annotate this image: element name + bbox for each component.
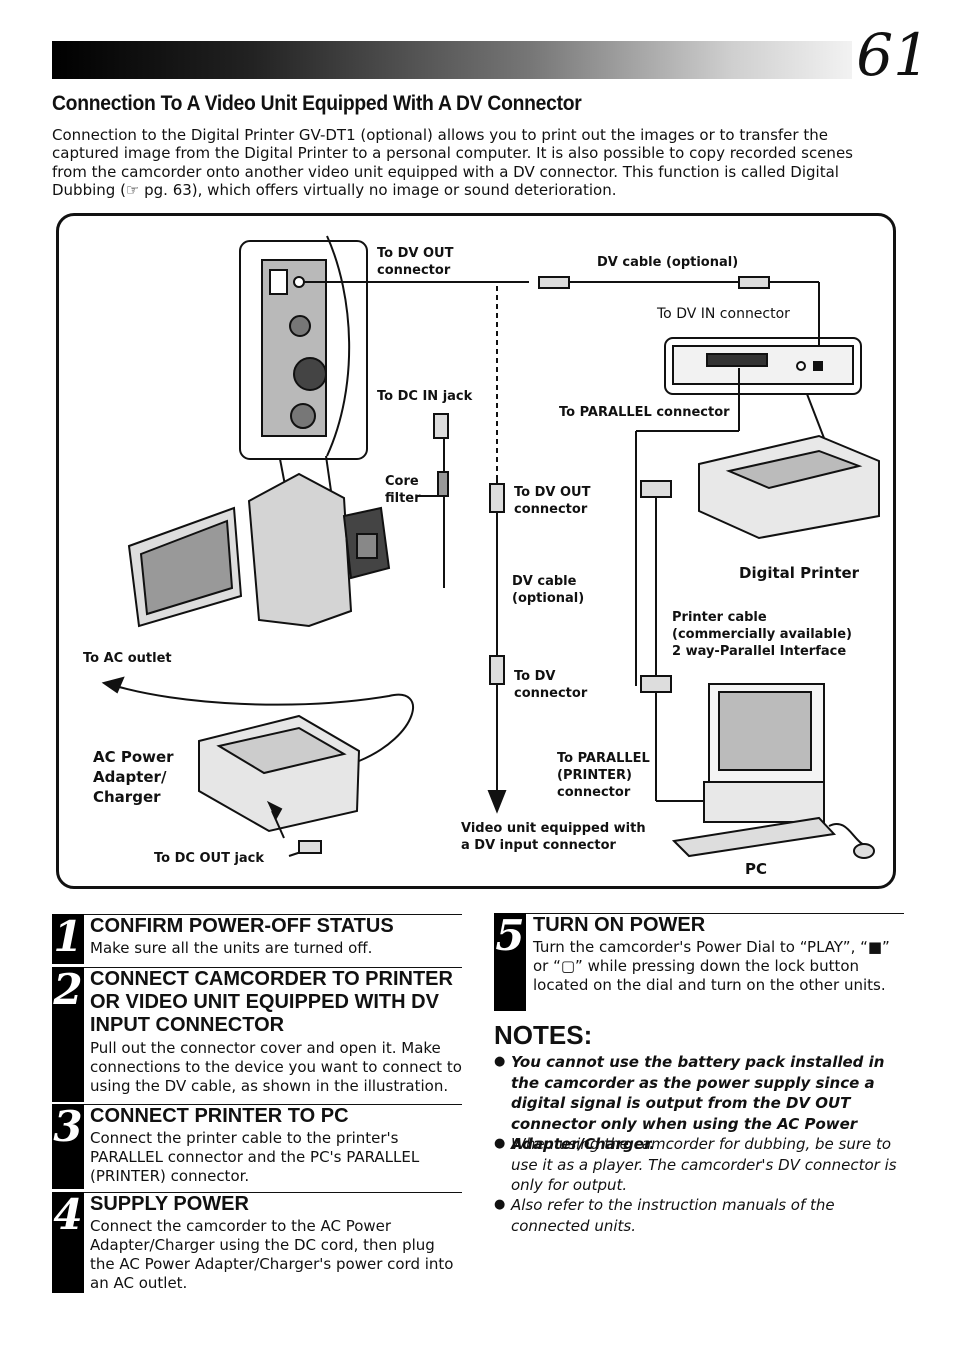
step-2-body: Pull out the connector cover and open it…: [90, 1039, 462, 1095]
label-to-dc-out: To DC OUT jack: [154, 851, 265, 866]
bullet-icon: ●: [494, 1197, 506, 1212]
step-1-number: 1: [52, 914, 84, 964]
digital-printer-icon: [698, 434, 880, 540]
step-5-title: TURN ON POWER: [533, 914, 706, 936]
note-text: Also refer to the instruction manuals of…: [511, 1196, 835, 1235]
step-2-rule: [84, 967, 462, 968]
label-ac-power-adapter: AC Power Adapter/ Charger: [93, 748, 174, 806]
label-to-parallel-printer: To PARALLEL (PRINTER) connector: [557, 751, 650, 800]
step-4-rule: [84, 1192, 462, 1193]
step-3-rule: [84, 1104, 462, 1105]
step-3-title: CONNECT PRINTER TO PC: [90, 1105, 349, 1127]
camcorder-body: [247, 472, 353, 628]
note-item: ● Also refer to the instruction manuals …: [494, 1195, 904, 1236]
pc-keyboard-icon: [671, 816, 837, 858]
label-printer-cable: Printer cable (commercially available) 2…: [672, 610, 852, 659]
label-to-dv-connector: To DV connector: [514, 669, 588, 701]
step-4-body: Connect the camcorder to the AC Power Ad…: [90, 1217, 454, 1292]
label-to-dc-in: To DC IN jack: [377, 389, 473, 404]
label-dv-cable-mid: DV cable (optional): [512, 574, 585, 606]
step-1-rule: [84, 914, 462, 915]
av-jack-icon: [289, 315, 311, 337]
note-item: ● When using the camcorder for dubbing, …: [494, 1134, 904, 1196]
label-to-dv-out-top: To DV OUT connector: [377, 246, 454, 278]
step-1-title: CONFIRM POWER-OFF STATUS: [90, 915, 394, 937]
step-1-body: Make sure all the units are turned off.: [90, 939, 373, 957]
note-item: ● You cannot use the battery pack instal…: [494, 1052, 904, 1155]
note-text: When using the camcorder for dubbing, be…: [511, 1135, 897, 1194]
page-number: 61: [856, 21, 930, 89]
intro-paragraph: Connection to the Digital Printer GV-DT1…: [52, 126, 853, 199]
dc-in-jack-icon: [290, 403, 316, 429]
label-to-ac-outlet: To AC outlet: [83, 651, 172, 666]
step-3-number: 3: [52, 1104, 84, 1189]
step-5-body: Turn the camcorder's Power Dial to “PLAY…: [533, 938, 890, 994]
notes-title: NOTES:: [494, 1020, 593, 1050]
label-core-filter: Core filter: [385, 474, 421, 506]
step-4-title: SUPPLY POWER: [90, 1193, 249, 1215]
bullet-icon: ●: [494, 1054, 506, 1069]
label-to-dv-out-mid: To DV OUT connector: [514, 485, 591, 517]
step-5-number: 5: [494, 913, 526, 1011]
connector-panel-callout: [239, 240, 368, 460]
diagram-illustration: [101, 235, 880, 859]
label-dv-cable-top: DV cable (optional): [597, 255, 739, 270]
label-video-unit: Video unit equipped with a DV input conn…: [461, 821, 646, 853]
step-3-body: Connect the printer cable to the printer…: [90, 1129, 420, 1185]
step-4-number: 4: [52, 1192, 84, 1293]
label-digital-printer: Digital Printer: [739, 564, 860, 582]
label-pc: PC: [745, 860, 768, 878]
bullet-icon: ●: [494, 1136, 506, 1151]
s-video-jack-icon: [293, 357, 327, 391]
label-to-parallel: To PARALLEL connector: [559, 405, 730, 420]
step-2-title: CONNECT CAMCORDER TO PRINTER OR VIDEO UN…: [90, 968, 453, 1036]
step-5-rule: [526, 913, 904, 914]
connection-diagram: To DV OUT connector DV cable (optional) …: [56, 213, 896, 889]
section-title: Connection To A Video Unit Equipped With…: [52, 92, 582, 115]
note-text: You cannot use the battery pack installe…: [511, 1053, 885, 1153]
step-2-number: 2: [52, 967, 84, 1102]
page-header-bar: [52, 41, 852, 79]
label-to-dv-in: To DV IN connector: [657, 306, 790, 322]
dv-out-port-icon: [269, 269, 288, 295]
